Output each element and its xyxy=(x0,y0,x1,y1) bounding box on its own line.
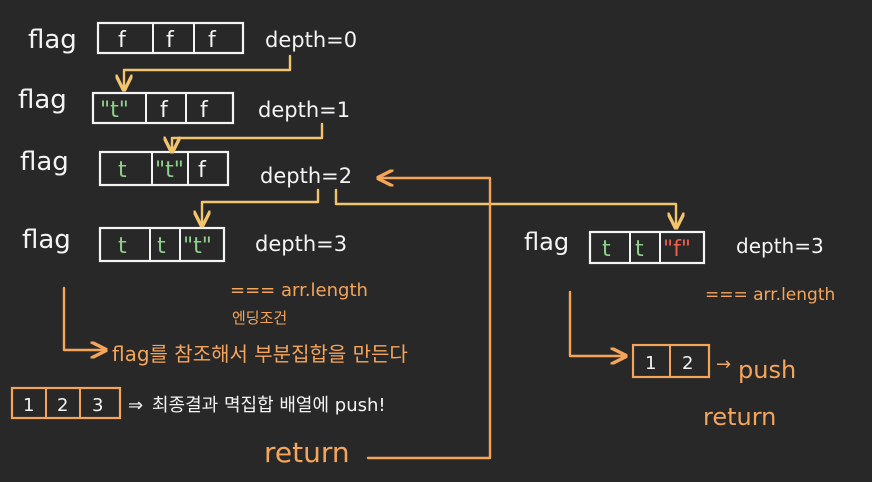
flag-array-row3-right xyxy=(588,230,706,265)
push-final-label: 최종결과 멱집합 배열에 push! xyxy=(152,395,386,416)
ending-condition-label: 엔딩조건 xyxy=(232,309,287,327)
cell-row1-1: f xyxy=(160,98,169,123)
flag-label-row2: flag xyxy=(20,147,69,177)
depth-label-row3-left: depth=3 xyxy=(255,232,347,256)
arrow-to-partial-result xyxy=(568,290,624,356)
flag-label-row1: flag xyxy=(18,85,67,115)
depth-label-row0: depth=0 xyxy=(265,28,357,52)
result-partial-1: 2 xyxy=(682,353,693,374)
flag-label-row0: flag xyxy=(28,25,77,55)
cell-row0-1: f xyxy=(166,28,175,53)
cell-row3r-1: t xyxy=(635,237,644,262)
cell-row2-2: f xyxy=(198,158,207,183)
cell-row3r-0: t xyxy=(602,237,611,262)
arrow-depth1-to-row2 xyxy=(172,122,324,150)
cell-row1-2: f xyxy=(200,98,209,123)
cell-row0-0: f xyxy=(118,28,127,53)
arr-length-label-left: === arr.length xyxy=(230,280,368,301)
result-full-0: 1 xyxy=(23,395,34,416)
flag-array-row0 xyxy=(96,21,245,55)
cell-row0-2: f xyxy=(208,28,217,53)
result-full-2: 3 xyxy=(92,395,103,416)
cell-row3l-2: "t" xyxy=(183,234,212,259)
result-full-1: 2 xyxy=(57,395,68,416)
result-partial-0: 1 xyxy=(645,353,656,374)
arrow-to-make-subset xyxy=(62,286,104,350)
make-subset-label: flag를 참조해서 부분집합을 만든다 xyxy=(112,342,408,366)
cell-row3r-2: "f" xyxy=(663,237,691,262)
depth-label-row3-right: depth=3 xyxy=(736,234,824,258)
return-label-bottom: return xyxy=(264,436,350,469)
arrow-depth0-to-row1 xyxy=(124,54,292,88)
arrow-glyph-right: → xyxy=(716,354,731,375)
push-label-right: push xyxy=(738,356,796,384)
cell-row2-1: "t" xyxy=(155,158,184,183)
flag-label-row3-left: flag xyxy=(22,225,71,255)
depth-label-row1: depth=1 xyxy=(258,98,350,122)
cell-row3l-0: t xyxy=(118,234,127,259)
flag-label-row3-right: flag xyxy=(524,228,569,256)
cell-row1-0: "t" xyxy=(100,98,129,123)
flag-array-row1 xyxy=(91,91,235,125)
arrow-depth2-to-row3-right xyxy=(334,188,676,226)
arr-length-label-right: === arr.length xyxy=(705,285,835,305)
cell-row2-0: t xyxy=(118,158,127,183)
result-array-full xyxy=(10,386,122,420)
depth-label-row2: depth=2 xyxy=(260,164,352,188)
arrow-depth2-to-row3-left xyxy=(202,188,320,224)
cell-row3l-1: t xyxy=(157,234,166,259)
flag-array-row3-left xyxy=(98,226,226,263)
return-label-right: return xyxy=(703,403,776,431)
arrow-return-to-depth2 xyxy=(366,178,492,460)
double-arrow-glyph: ⇒ xyxy=(128,395,143,416)
